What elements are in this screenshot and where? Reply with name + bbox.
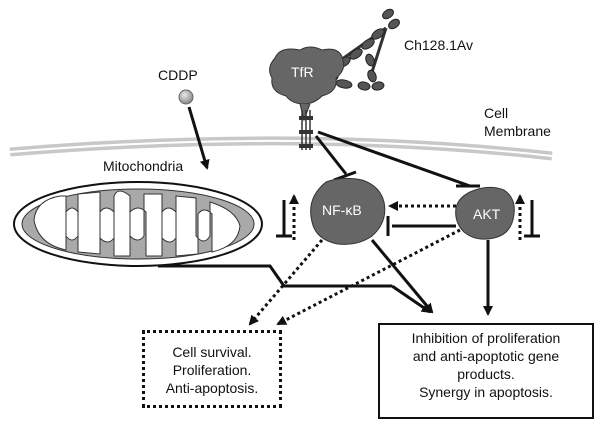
cell-survival-box: Cell survival. Proliferation. Anti-apopt… [142, 330, 282, 408]
mitochondria-to-box-arrow [391, 284, 432, 314]
akt-feedback-right [515, 194, 540, 240]
inhibition-line-4: Synergy in apoptosis. [419, 384, 553, 400]
cddp-label: CDDP [158, 67, 198, 83]
cddp-to-mitochondria-arrow [187, 106, 210, 170]
inhibition-line-2: and anti-apoptotic gene [412, 348, 560, 364]
nfkb-feedback-left [276, 194, 299, 240]
membrane-label-line2: Membrane [484, 123, 551, 139]
tfr-receptor [269, 46, 345, 150]
tfr-inhibits-akt [317, 130, 480, 188]
antibody-label: Ch128.1Av [404, 37, 473, 53]
mitochondria-to-effects-connector [158, 264, 392, 288]
inhibition-line-3: products. [457, 366, 515, 382]
membrane-label: Cell [484, 105, 508, 121]
cell-survival-line: Cell survival. [172, 344, 252, 360]
akt-inhibits-nfkb [386, 216, 456, 236]
nfkb-to-inhibition-arrow [370, 239, 434, 314]
inhibition-line-1: Inhibition of proliferation [411, 330, 561, 346]
nfkb-to-survival-arrow [248, 239, 324, 326]
cell-membrane [9, 136, 553, 161]
inhibition-box: Inhibition of proliferation and anti-apo… [378, 323, 594, 419]
cddp-molecule-icon [178, 89, 194, 105]
nfkb-label: NF-κB [322, 202, 362, 218]
proliferation-line: Proliferation. [172, 362, 252, 378]
akt-node [455, 186, 515, 240]
akt-label: AKT [473, 206, 501, 222]
tfr-label: TfR [291, 64, 314, 80]
akt-to-survival-arrow [276, 228, 461, 326]
mitochondria-label: Mitochondria [103, 158, 183, 174]
anti-apoptosis-line: Anti-apoptosis. [165, 380, 259, 396]
mitochondria-icon [13, 181, 263, 267]
nfkb-node [310, 177, 386, 245]
